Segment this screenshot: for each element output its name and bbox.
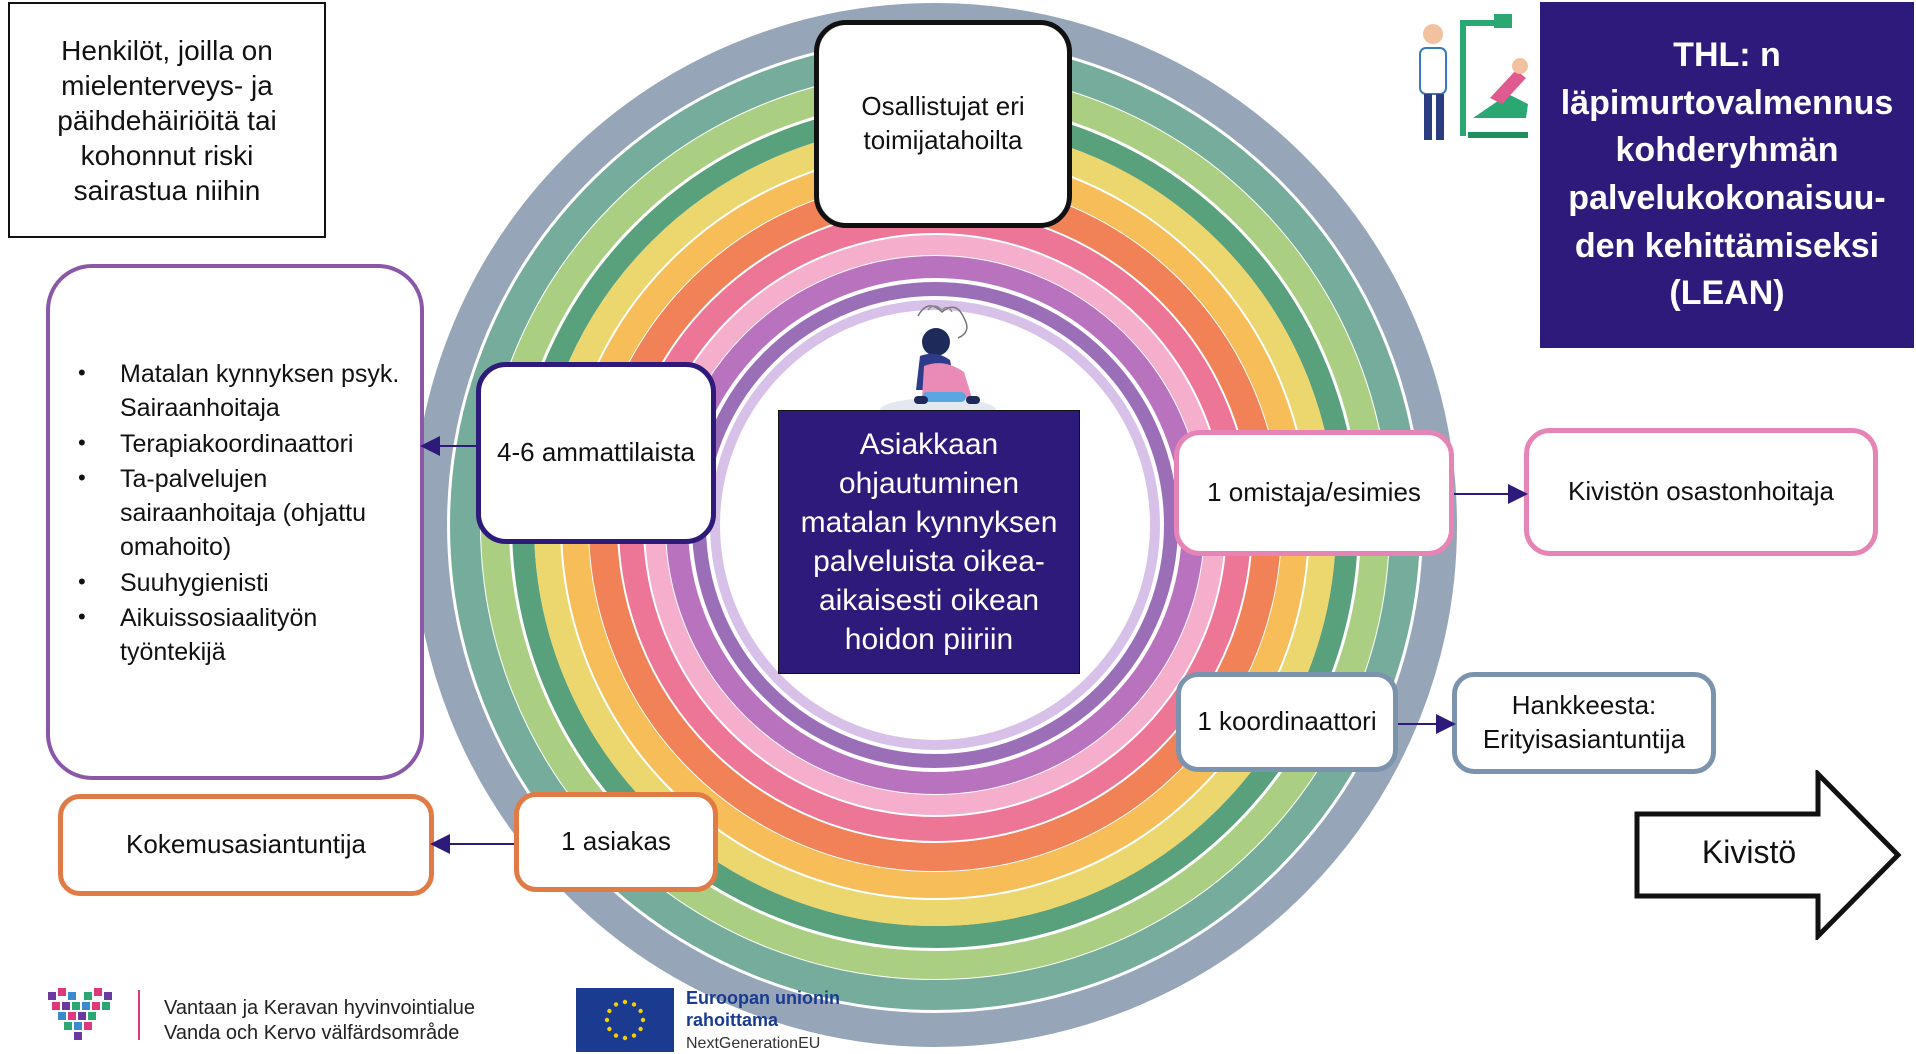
professional-roles-list: Matalan kynnyksen psyk. Sairaanhoitaja T…	[78, 358, 400, 670]
owner-box: 1 omistaja/esimies	[1174, 430, 1454, 556]
kivisto-arrow: Kivistö	[1634, 770, 1902, 940]
coordinator-detail-text: Hankkeesta: Erityisasiantuntija	[1482, 690, 1686, 754]
role-item: Aikuissosiaalityön työntekijä	[78, 602, 400, 670]
center-goal-text: Asiakkaan ohjautuminen matalan kynnyksen…	[800, 428, 1058, 656]
title-box: THL: n läpimurtovalmennus kohderyhmän pa…	[1540, 2, 1914, 348]
coordinator-text: 1 koordinaattori	[1197, 706, 1377, 737]
role-item: Terapiakoordinaattori	[78, 428, 400, 462]
client-box: 1 asiakas	[514, 792, 718, 892]
coordinator-box: 1 koordinaattori	[1176, 672, 1398, 772]
eu-line3: NextGenerationEU	[686, 1035, 821, 1053]
eu-line1: Euroopan unionin	[686, 988, 840, 1008]
title-text: THL: n läpimurtovalmennus kohderyhmän pa…	[1560, 36, 1894, 313]
footer-org: Vantaan ja Keravan hyvinvointialue Vanda…	[164, 996, 524, 1046]
role-item: Ta-palvelujen sairaanhoitaja (ohjattu om…	[78, 463, 400, 564]
professionals-count-box: 4-6 ammattilaista	[476, 362, 716, 544]
footer-org-sv: Vanda och Kervo välfärdsområde	[164, 1022, 460, 1044]
center-goal-box: Asiakkaan ohjautuminen matalan kynnyksen…	[778, 410, 1080, 674]
client-text: 1 asiakas	[561, 826, 671, 857]
role-item: Suuhygienisti	[78, 567, 400, 601]
owner-detail-box: Kivistön osastonhoitaja	[1524, 428, 1878, 556]
footer-org-fi: Vantaan ja Keravan hyvinvointialue	[164, 997, 475, 1019]
heart-pixel-logo-icon	[48, 988, 112, 1040]
experience-expert-box: Kokemusasiantuntija	[58, 794, 434, 896]
footer-divider	[138, 990, 140, 1040]
eu-line2: rahoittama	[686, 1009, 779, 1030]
arrow-right-icon	[1634, 770, 1902, 940]
coordinator-detail-box: Hankkeesta: Erityisasiantuntija	[1452, 672, 1716, 774]
participants-box: Osallistujat eri toimijatahoilta	[814, 20, 1072, 228]
owner-detail-text: Kivistön osastonhoitaja	[1568, 476, 1834, 507]
eu-flag-icon	[576, 988, 674, 1052]
participants-text: Osallistujat eri toimijatahoilta	[861, 91, 1025, 155]
eu-funding-text: Euroopan unionin rahoittama NextGenerati…	[686, 988, 906, 1053]
target-group-text: Henkilöt, joilla on mielenterveys- ja pä…	[57, 34, 277, 206]
experience-expert-text: Kokemusasiantuntija	[126, 829, 366, 860]
professional-roles-box: Matalan kynnyksen psyk. Sairaanhoitaja T…	[46, 264, 424, 780]
owner-text: 1 omistaja/esimies	[1207, 477, 1421, 508]
target-group-box: Henkilöt, joilla on mielenterveys- ja pä…	[8, 2, 326, 238]
role-item: Matalan kynnyksen psyk. Sairaanhoitaja	[78, 358, 400, 426]
kivisto-label: Kivistö	[1701, 834, 1797, 870]
professionals-count-text: 4-6 ammattilaista	[497, 437, 695, 468]
dentist-illustration-icon	[1419, 14, 1528, 140]
